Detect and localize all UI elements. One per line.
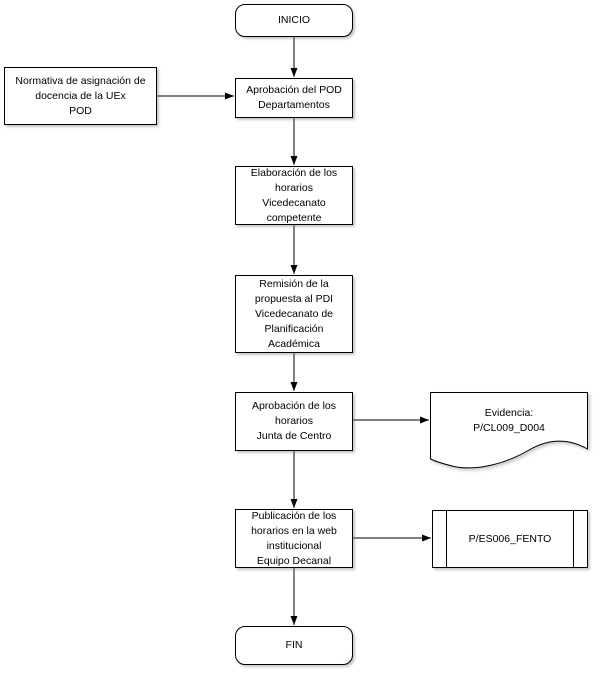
predefined-process-bar-right — [573, 511, 574, 567]
node-fento: P/ES006_FENTO — [432, 510, 588, 568]
node-aprobacion-horarios: Aprobación de los horarios Junta de Cent… — [235, 392, 353, 451]
node-evidencia: Evidencia: P/CL009_D004 — [430, 392, 588, 470]
node-aprobacion-pod: Aprobación del POD Departamentos — [235, 78, 353, 118]
node-evidencia-label: Evidencia: P/CL009_D004 — [473, 406, 545, 434]
node-normativa-label: Normativa de asignación de docencia de l… — [15, 74, 146, 117]
node-aprobacion-pod-label: Aprobación del POD Departamentos — [246, 84, 342, 111]
predefined-process-bar-left — [446, 511, 447, 567]
node-normativa: Normativa de asignación de docencia de l… — [4, 67, 157, 125]
node-aprobacion-horarios-label: Aprobación de los horarios Junta de Cent… — [251, 400, 337, 442]
node-elaboracion: Elaboración de los horarios Vicedecanato… — [235, 166, 353, 225]
node-remision: Remisión de la propuesta al PDI Vicedeca… — [235, 275, 353, 353]
document-shape — [430, 392, 588, 469]
node-inicio-label: INICIO — [277, 14, 311, 26]
node-inicio: INICIO — [235, 4, 353, 37]
node-elaboracion-label: Elaboración de los horarios Vicedecanato… — [250, 166, 338, 224]
node-fin: FIN — [235, 626, 353, 665]
node-fin-label: FIN — [285, 639, 303, 651]
node-fento-label: P/ES006_FENTO — [468, 532, 552, 545]
node-publicacion-label: Publicación de los horarios en la web in… — [251, 509, 337, 567]
node-publicacion: Publicación de los horarios en la web in… — [235, 509, 353, 568]
node-remision-label: Remisión de la propuesta al PDI Vicedeca… — [254, 277, 334, 350]
